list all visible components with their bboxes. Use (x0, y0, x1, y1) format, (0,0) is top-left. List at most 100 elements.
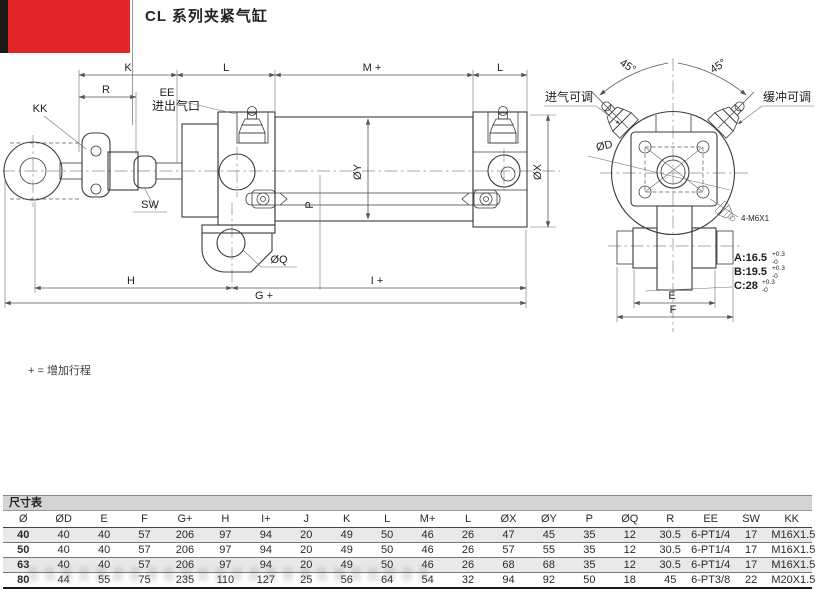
header-divider (132, 0, 133, 125)
table-cell: 40 (43, 527, 84, 543)
table-cell: 26 (447, 557, 489, 573)
table-cell: 17 (730, 557, 772, 573)
tolerance-c: C:28 (734, 280, 758, 292)
table-cell: M20X1.5 (771, 572, 816, 589)
corner-bolt (696, 185, 710, 199)
table-cell: 22 (730, 572, 772, 589)
thread-label: 4-M6X1 (741, 214, 770, 223)
column-header: H (205, 510, 246, 528)
table-cell: 64 (366, 572, 408, 589)
table-cell: 20 (286, 557, 327, 573)
table-cell: M16X1.5 (771, 542, 816, 558)
table-cell: 32 (447, 572, 489, 589)
table-cell: 49 (326, 527, 367, 543)
table-cell: 20 (286, 527, 327, 543)
table-cell: 47 (488, 527, 529, 543)
brand-black-strip (0, 0, 8, 53)
table-cell: 206 (164, 527, 206, 543)
table-cell: 18 (609, 572, 650, 589)
leader-lines (43, 99, 297, 268)
clamp-plate (630, 131, 718, 207)
bore-size-cell: 80 (3, 572, 44, 589)
table-cell: 94 (245, 557, 287, 573)
table-caption: 尺寸表 (3, 495, 812, 510)
bore-size-cell: 63 (3, 557, 44, 573)
table-cell: 40 (43, 542, 84, 558)
dim-e-label: E (668, 290, 675, 302)
table-cell: 26 (447, 527, 489, 543)
column-header: F (124, 510, 165, 528)
table-cell: 56 (326, 572, 367, 589)
corner-bolt (638, 140, 652, 154)
table-cell: 26 (447, 542, 489, 558)
dim-r-label: R (102, 84, 110, 96)
dim-l-rear-label: L (497, 62, 503, 74)
dimension-lines (4, 72, 551, 306)
bore-size-cell: 50 (3, 542, 44, 558)
table-cell: 49 (326, 557, 367, 573)
tolerance-b: B:19.5 (734, 266, 767, 278)
table-cell: 94 (245, 527, 287, 543)
table-cell: 46 (407, 542, 448, 558)
column-header: M+ (407, 510, 448, 528)
column-header: ØX (488, 510, 529, 528)
column-header: ØD (43, 510, 84, 528)
tolerance-sup: +0.3 (772, 251, 785, 258)
table-cell: 40 (83, 557, 125, 573)
mounting-bracket (616, 205, 734, 291)
column-header: P (569, 510, 610, 528)
table-cell: 40 (43, 557, 84, 573)
table-cell: 50 (569, 572, 610, 589)
table-cell: 97 (205, 542, 246, 558)
table-cell: 127 (245, 572, 287, 589)
table-cell: 57 (488, 542, 529, 558)
ee-label: EE (160, 87, 175, 99)
ox-label: ØX (532, 163, 544, 180)
table-cell: 12 (609, 557, 650, 573)
tolerance-sub: -0 (772, 273, 778, 280)
table-cell: 45 (528, 527, 570, 543)
dim-k-label: K (124, 62, 132, 74)
sw-label: SW (141, 199, 159, 211)
front-head (181, 106, 276, 226)
column-header: I+ (245, 510, 287, 528)
table-cell: 110 (205, 572, 246, 589)
brand-red-block (8, 0, 130, 53)
dim-h-label: H (127, 275, 135, 287)
table-cell: 12 (609, 527, 650, 543)
piston-rod-bore (656, 155, 690, 189)
end-view-body (610, 110, 736, 236)
table-cell: 35 (569, 557, 610, 573)
table-cell: 40 (83, 542, 125, 558)
dim-l-front-label: L (223, 62, 229, 74)
table-cell: 92 (528, 572, 570, 589)
page-title: CL 系列夹紧气缸 (145, 8, 268, 25)
table-cell: 17 (730, 542, 772, 558)
table-cell: 94 (245, 542, 287, 558)
table-cell: 68 (488, 557, 529, 573)
column-header: EE (690, 510, 731, 528)
dim-f-label: F (670, 304, 677, 316)
rear-head (472, 106, 528, 228)
table-cell: 6-PT1/4 (690, 527, 731, 543)
table-cell: 6-PT1/4 (690, 557, 731, 573)
oy-label: ØY (352, 163, 364, 180)
rod-bracket (59, 132, 183, 198)
table-cell: 49 (326, 542, 367, 558)
kk-label: KK (33, 103, 48, 115)
dim-g-label: G + (255, 290, 273, 302)
table-cell: 6-PT3/8 (690, 572, 731, 589)
table-cell: 50 (366, 527, 408, 543)
table-cell: 12 (609, 542, 650, 558)
extension-lines (4, 70, 556, 308)
rod-eye (3, 141, 80, 201)
clevis-arm (201, 224, 276, 273)
cushion-adjustable-label: 缓冲可调 (763, 89, 811, 104)
table-cell: 30.5 (650, 527, 691, 543)
